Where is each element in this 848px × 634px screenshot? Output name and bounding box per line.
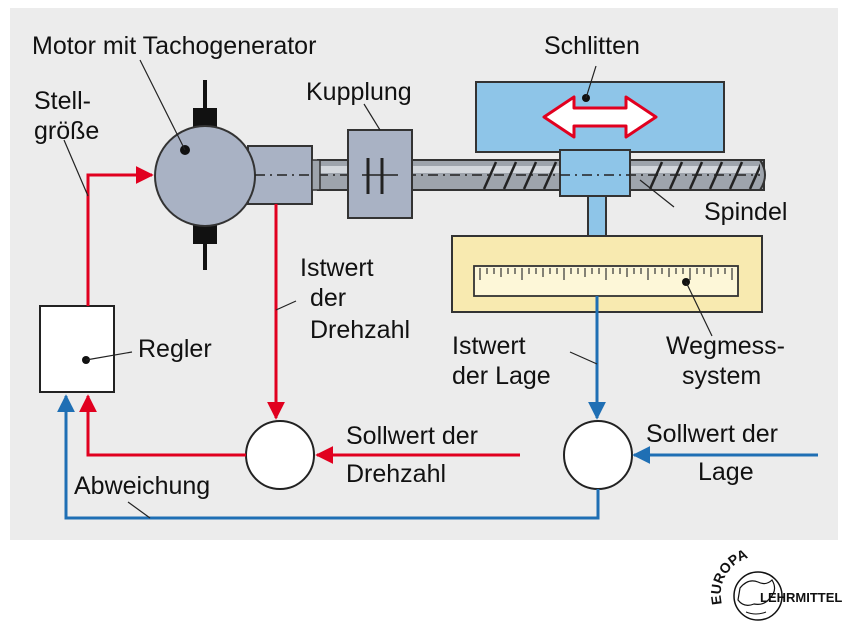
- actuating-signal-line: [86, 166, 154, 306]
- label-istwert-drehzahl-2: der: [310, 284, 346, 312]
- label-wegmess-1: Wegmess-: [666, 332, 785, 360]
- label-motor: Motor mit Tachogenerator: [32, 32, 316, 60]
- coupling: [347, 129, 413, 219]
- measuring-system: [451, 235, 763, 337]
- controller-box: [39, 305, 133, 393]
- label-sollwert-drehzahl-1: Sollwert der: [346, 422, 478, 450]
- label-stellgroesse-2: größe: [34, 117, 99, 145]
- label-sollwert-lage-2: Lage: [698, 458, 754, 486]
- position-loop: [57, 296, 818, 520]
- label-schlitten: Schlitten: [544, 32, 640, 60]
- logo-text-bottom: LEHRMITTEL: [760, 590, 842, 605]
- scale-ticks: [479, 268, 733, 280]
- speed-comparator: [245, 420, 315, 490]
- label-stellgroesse-1: Stell-: [34, 87, 91, 115]
- globe-icon: [733, 571, 783, 621]
- position-error-line: [57, 394, 600, 520]
- double-arrow-icon: [542, 95, 658, 139]
- leader-lines: [63, 103, 675, 519]
- label-abweichung: Abweichung: [74, 472, 210, 500]
- label-regler: Regler: [138, 335, 212, 363]
- label-sollwert-lage-1: Sollwert der: [646, 420, 778, 448]
- label-kupplung: Kupplung: [306, 78, 412, 106]
- label-istwert-drehzahl-3: Drehzahl: [310, 316, 410, 344]
- label-istwert-lage-2: der Lage: [452, 362, 551, 390]
- carriage: [475, 65, 725, 266]
- label-spindel: Spindel: [704, 198, 787, 226]
- label-wegmess-2: system: [682, 362, 761, 390]
- speed-loop: [79, 166, 520, 464]
- label-istwert-lage-1: Istwert: [452, 332, 526, 360]
- position-comparator: [563, 420, 633, 490]
- label-sollwert-drehzahl-2: Drehzahl: [346, 460, 446, 488]
- europa-lehrmittel-logo: EUROPA LEHRMITTEL: [708, 546, 842, 621]
- motor: [139, 59, 321, 270]
- speed-error-line: [79, 394, 246, 457]
- label-istwert-drehzahl-1: Istwert: [300, 254, 374, 282]
